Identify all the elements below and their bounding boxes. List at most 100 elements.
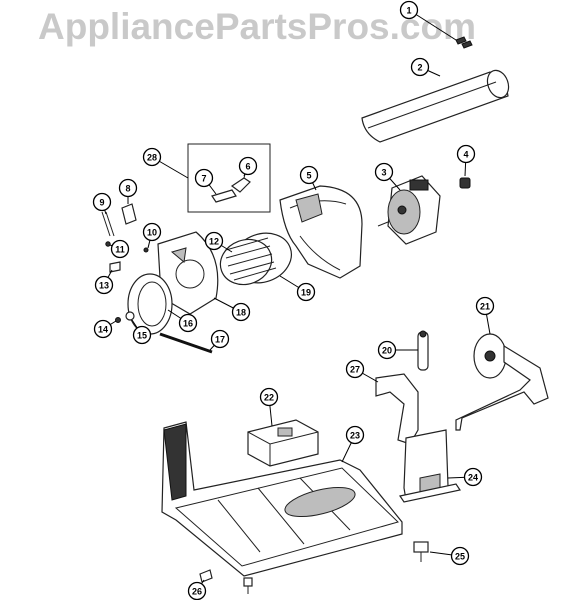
part-16-seal-ring [127, 273, 173, 335]
callout-label: 3 [381, 168, 386, 178]
callout-label: 14 [98, 325, 108, 335]
callout-circle [231, 302, 251, 322]
callout-label: 11 [115, 245, 125, 255]
callout-19: 19 [296, 282, 316, 302]
callout-8: 8 [118, 178, 138, 198]
callout-circle [142, 147, 162, 167]
callout-circle [204, 231, 224, 251]
callout-circle [142, 222, 162, 242]
callout-25: 25 [450, 546, 470, 566]
part-13-clip [109, 261, 121, 273]
callout-label: 1 [406, 6, 411, 16]
part-26-clip [199, 569, 213, 583]
part-17-belt [159, 332, 213, 354]
part-8-clip [121, 203, 137, 225]
callout-label: 15 [137, 331, 147, 341]
callout-15: 15 [132, 325, 152, 345]
callout-circle [92, 192, 112, 212]
callout-circle [410, 57, 430, 77]
callout-circle [475, 296, 495, 316]
callout-17: 17 [210, 329, 230, 349]
callout-label: 12 [209, 237, 219, 247]
callout-circle [194, 168, 214, 188]
callout-circle [93, 319, 113, 339]
callout-label: 4 [463, 150, 468, 160]
callout-3: 3 [374, 162, 394, 182]
callout-23: 23 [345, 425, 365, 445]
callout-10: 10 [142, 222, 162, 242]
callout-9: 9 [92, 192, 112, 212]
part-4-nut [459, 177, 471, 189]
callout-circle [94, 275, 114, 295]
part-2-exhaust-duct [361, 69, 510, 143]
callout-label: 25 [455, 552, 465, 562]
part-15-washer [125, 311, 135, 321]
callout-22: 22 [259, 387, 279, 407]
callout-label: 27 [350, 365, 360, 375]
callout-12: 12 [204, 231, 224, 251]
callout-2: 2 [410, 57, 430, 77]
part-27-bracket [375, 373, 419, 445]
callout-circle [345, 359, 365, 379]
callout-circle [299, 165, 319, 185]
callout-label: 7 [201, 174, 206, 184]
callout-label: 10 [147, 228, 157, 238]
callout-label: 9 [99, 198, 104, 208]
part-11-screw [105, 241, 111, 247]
callout-label: 28 [147, 153, 157, 163]
callout-label: 24 [468, 473, 478, 483]
callout-circle [345, 425, 365, 445]
callout-circle [377, 340, 397, 360]
callout-circle [210, 329, 230, 349]
part-24-support-bracket [399, 429, 461, 503]
callout-label: 18 [236, 308, 246, 318]
callout-label: 21 [480, 302, 490, 312]
part-20-idler-shaft [417, 330, 429, 371]
part-19-blower-wheel [219, 232, 292, 286]
part-23-base-frame [161, 421, 403, 577]
callout-circle [399, 0, 419, 20]
callout-label: 8 [125, 184, 130, 194]
callout-label: 20 [382, 346, 392, 356]
callout-24: 24 [463, 467, 483, 487]
part-3-drive-motor [377, 175, 441, 245]
callout-1: 1 [399, 0, 419, 20]
callout-27: 27 [345, 359, 365, 379]
part-9-spring-clip [101, 211, 115, 237]
callout-28: 28 [142, 147, 162, 167]
part-22-control-box [247, 419, 319, 467]
callout-circle [118, 178, 138, 198]
callout-6: 6 [238, 156, 258, 176]
callout-circle [450, 546, 470, 566]
part-7-bracket [211, 189, 237, 203]
callout-circle [374, 162, 394, 182]
callout-label: 26 [192, 587, 202, 597]
callout-16: 16 [178, 313, 198, 333]
callout-26: 26 [187, 581, 207, 600]
part-10-screw [143, 247, 149, 253]
callout-18: 18 [231, 302, 251, 322]
callout-14: 14 [93, 319, 113, 339]
callout-11: 11 [110, 239, 130, 259]
callout-4: 4 [456, 144, 476, 164]
callout-label: 19 [301, 288, 311, 298]
callout-label: 16 [183, 319, 193, 329]
callout-21: 21 [475, 296, 495, 316]
callout-label: 17 [215, 335, 225, 345]
part-25-leveling-leg [413, 541, 429, 562]
callout-circle [296, 282, 316, 302]
callout-circle [259, 387, 279, 407]
callout-label: 2 [417, 63, 422, 73]
callout-label: 6 [245, 162, 250, 172]
part-1-screws [455, 36, 473, 49]
callout-20: 20 [377, 340, 397, 360]
callout-circle [132, 325, 152, 345]
callout-5: 5 [299, 165, 319, 185]
part-5-blower-housing [279, 185, 363, 279]
callout-7: 7 [194, 168, 214, 188]
callout-13: 13 [94, 275, 114, 295]
callout-label: 22 [264, 393, 274, 403]
callout-label: 13 [99, 281, 109, 291]
part-21-idler-arm [455, 333, 549, 431]
